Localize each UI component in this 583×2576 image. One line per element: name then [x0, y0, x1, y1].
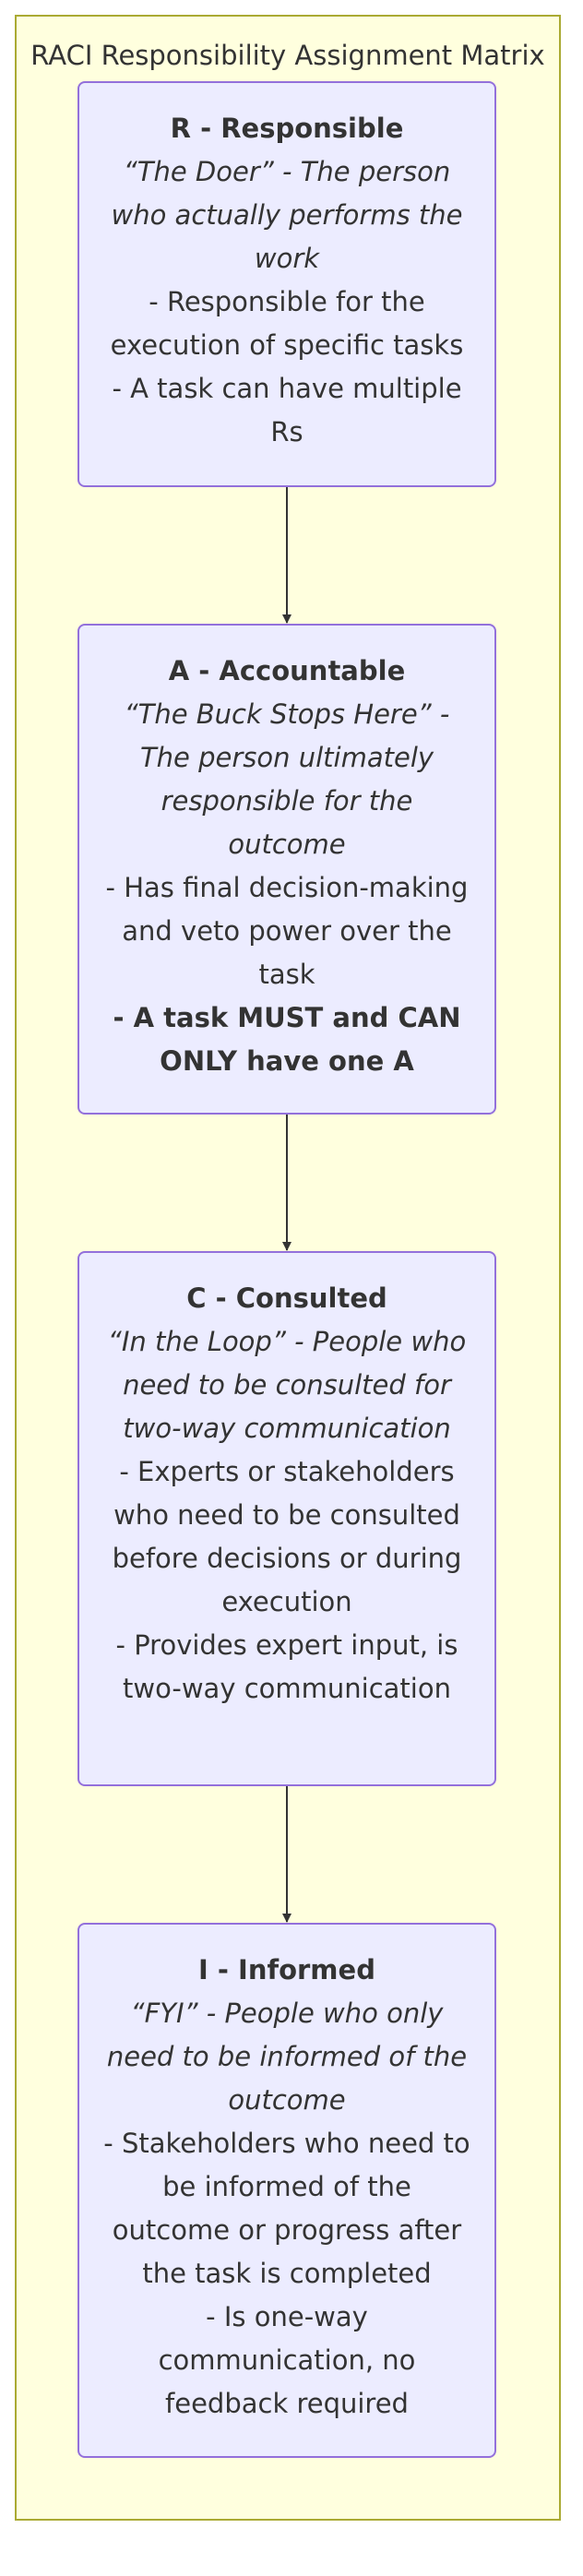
- node-responsible-tagline: “The Doer” - The person who actually per…: [111, 156, 463, 274]
- node-accountable[interactable]: A - Accountable “The Buck Stops Here” - …: [77, 624, 496, 1115]
- node-consulted-tagline: “In the Loop” - People who need to be co…: [107, 1326, 467, 1444]
- node-consulted-title: C - Consulted: [186, 1282, 387, 1314]
- node-informed[interactable]: I - Informed “FYI” - People who only nee…: [77, 1923, 496, 2458]
- node-responsible[interactable]: R - Responsible “The Doer” - The person …: [77, 81, 496, 487]
- node-consulted-point-2: - Provides expert input, is two-way comm…: [115, 1629, 458, 1704]
- node-consulted[interactable]: C - Consulted “In the Loop” - People who…: [77, 1251, 496, 1786]
- cluster-title: RACI Responsibility Assignment Matrix Ro…: [30, 40, 545, 90]
- node-accountable-point-1: - Has final decision-making and veto pow…: [105, 872, 469, 990]
- node-responsible-point-2: - A task can have multiple Rs: [112, 373, 462, 447]
- node-accountable-emphasis: - A task MUST and CAN ONLY have one A: [113, 1002, 461, 1077]
- node-consulted-point-1: - Experts or stakeholders who need to be…: [112, 1456, 462, 1617]
- node-responsible-point-1: - Responsible for the execution of speci…: [110, 286, 464, 361]
- node-informed-tagline: “FYI” - People who only need to be infor…: [106, 1998, 468, 2116]
- node-responsible-title: R - Responsible: [170, 113, 404, 144]
- node-accountable-tagline: “The Buck Stops Here” - The person ultim…: [124, 698, 450, 860]
- node-informed-title: I - Informed: [198, 1954, 375, 1986]
- node-informed-point-1: - Stakeholders who need to be informed o…: [103, 2128, 470, 2289]
- node-informed-point-2: - Is one-way communication, no feedback …: [158, 2301, 416, 2419]
- node-accountable-title: A - Accountable: [168, 655, 406, 686]
